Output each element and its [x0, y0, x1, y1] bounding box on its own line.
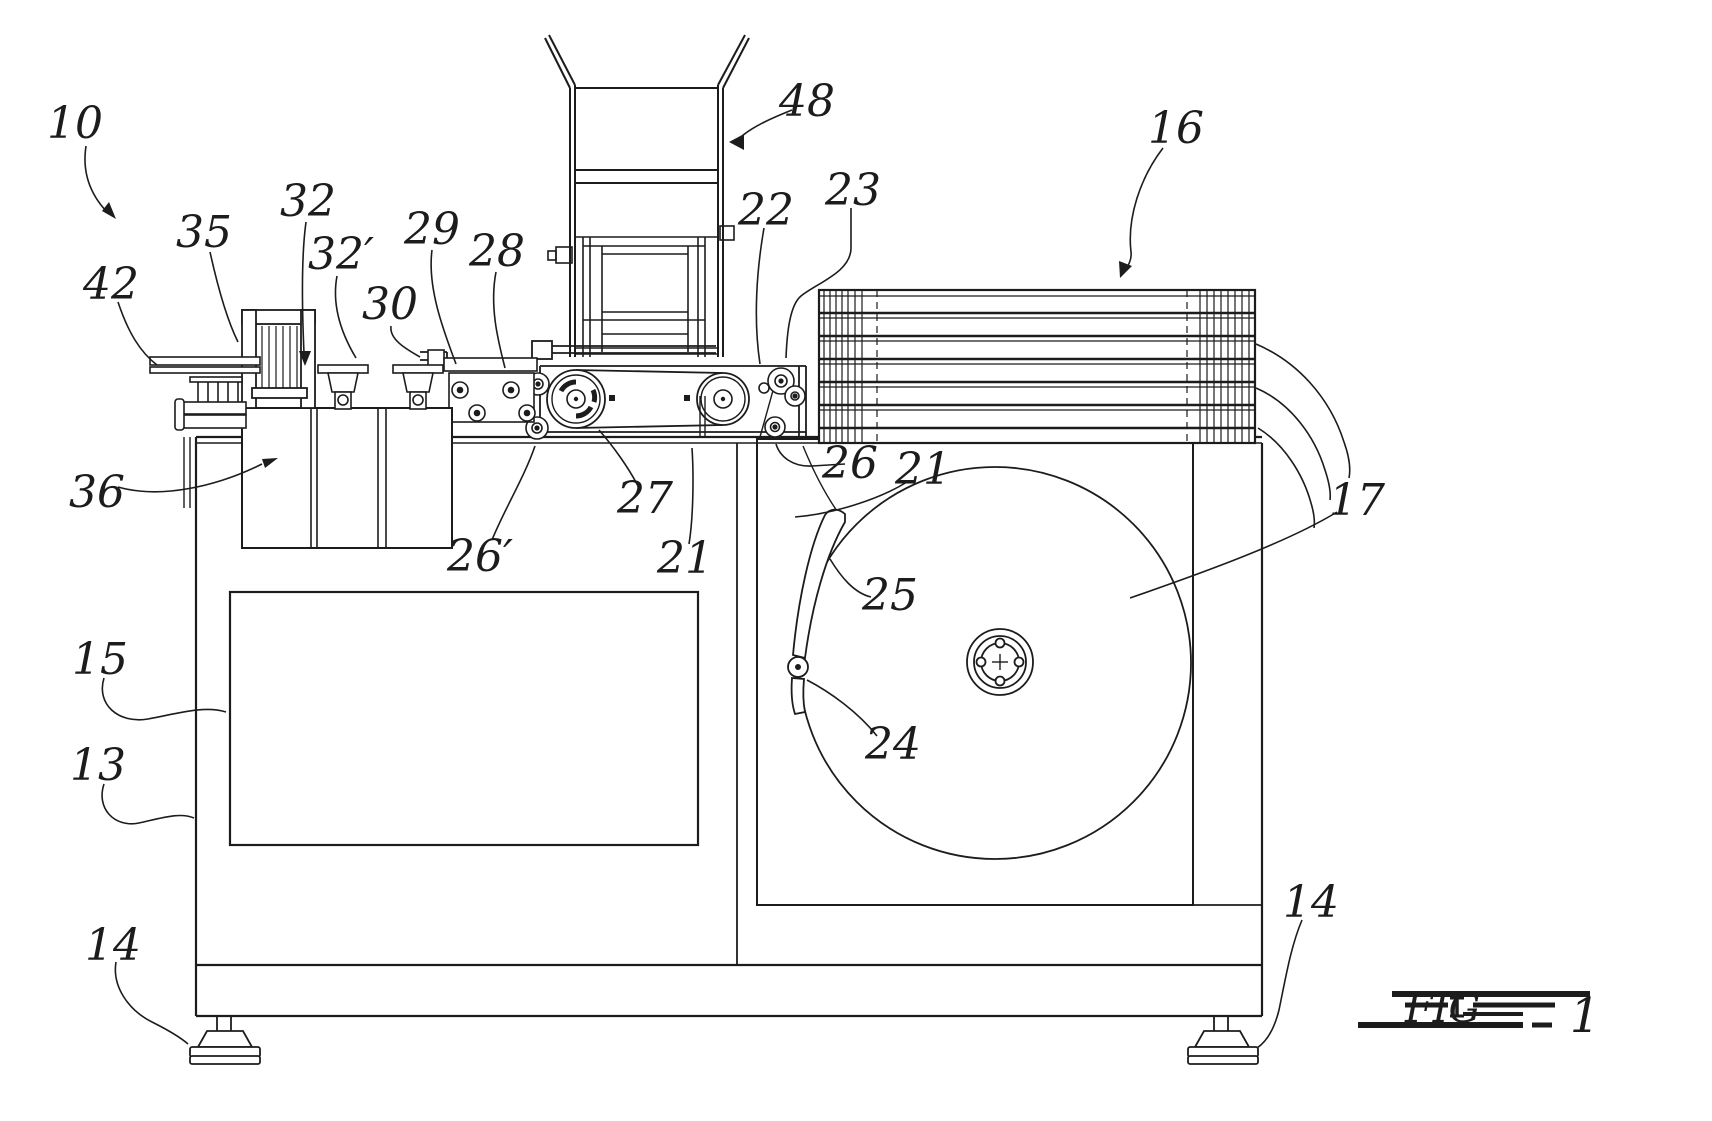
leader-24 — [806, 679, 878, 737]
leader-25 — [829, 558, 872, 598]
leader-21b — [688, 447, 694, 545]
figure-caption: FIG 1 — [1358, 986, 1600, 1044]
suction-cup-30 — [392, 364, 444, 410]
ref-label-10: 10 — [47, 98, 103, 149]
belt-lug — [684, 395, 690, 401]
leader-22 — [755, 227, 765, 365]
idler-pulley — [696, 372, 750, 426]
conveyor-assembly-27 — [420, 340, 807, 440]
ref-label-25: 25 — [861, 570, 918, 621]
leader-30 — [390, 325, 421, 358]
web-path-21 — [802, 445, 838, 512]
hopper-48 — [544, 34, 750, 357]
transfer-rail-42 — [149, 356, 261, 431]
ref-label-29: 29 — [403, 204, 460, 255]
drive-pulley — [546, 369, 606, 429]
leader-13 — [101, 783, 195, 825]
ref-label-14a: 14 — [85, 920, 141, 971]
leader-14b — [1256, 919, 1303, 1049]
ref-label-30: 30 — [362, 279, 418, 330]
ref-label-32p: 32′ — [308, 229, 374, 280]
ref-label-17: 17 — [1329, 475, 1385, 526]
leader-35 — [209, 251, 239, 343]
ref-label-22: 22 — [737, 185, 794, 236]
arm-tail — [790, 677, 807, 716]
leader-32 — [301, 221, 307, 354]
leader-26 — [775, 443, 846, 467]
magazine-frame — [547, 225, 735, 357]
leader-29 — [430, 249, 457, 365]
foot-14-right — [1187, 1016, 1259, 1065]
web-guide-curves — [1255, 343, 1351, 529]
stack-left-hatch — [823, 290, 863, 443]
leader-14a — [114, 961, 189, 1045]
corner-rollers-22-23-26 — [758, 367, 806, 438]
ref-label-24: 24 — [864, 719, 921, 770]
ref-label-21b: 21 — [656, 533, 713, 584]
leader-28 — [492, 271, 506, 369]
leader-10 — [84, 145, 108, 213]
ref-label-42: 42 — [82, 259, 139, 310]
belt-21 — [575, 369, 724, 429]
arrowhead-36 — [262, 458, 278, 468]
feed-brackets-28-29 — [427, 349, 538, 423]
front-panel-15 — [228, 590, 700, 847]
reference-numerals: 10 42 35 32 32′ 30 29 28 48 22 23 16 26 … — [47, 76, 1385, 971]
blank-stack-16 — [817, 288, 1257, 445]
leader-32p — [334, 275, 357, 359]
ref-label-26: 26 — [821, 438, 878, 489]
stack-right-hatch — [1199, 290, 1250, 443]
ref-label-13: 13 — [70, 740, 126, 791]
arrowhead-32 — [299, 351, 311, 366]
ref-label-35: 35 — [176, 207, 232, 258]
vacuum-box-36 — [241, 407, 453, 549]
suction-cup-32 — [317, 364, 369, 410]
ref-label-27: 27 — [616, 473, 673, 524]
leader-48 — [741, 109, 793, 137]
ref-label-15: 15 — [72, 634, 128, 685]
ref-label-26p: 26′ — [446, 531, 513, 582]
ref-label-14b: 14 — [1283, 877, 1339, 928]
roll-hub — [966, 628, 1034, 696]
ref-label-23: 23 — [824, 165, 881, 216]
ref-label-21a: 21 — [894, 444, 951, 495]
ref-label-28: 28 — [468, 226, 525, 277]
leader-26p — [491, 445, 536, 541]
leader-36 — [117, 463, 263, 493]
belt-lug — [609, 395, 615, 401]
ref-label-16: 16 — [1148, 103, 1204, 154]
foot-14-left — [189, 1016, 261, 1065]
leader-42 — [117, 301, 158, 366]
lift-frame-35 — [241, 309, 316, 409]
arrowhead-16 — [1119, 261, 1132, 278]
caption-strike-bars — [1358, 991, 1590, 1028]
leader-lines — [84, 109, 1338, 1049]
leader-23 — [785, 208, 852, 359]
arrowhead-10 — [102, 202, 116, 219]
ref-label-48: 48 — [778, 76, 835, 127]
ref-label-32: 32 — [280, 176, 336, 227]
leader-21a — [794, 481, 908, 518]
leader-15 — [101, 677, 227, 721]
leader-arrowheads — [102, 134, 1132, 468]
leader-17 — [1129, 511, 1338, 599]
ref-label-36: 36 — [69, 467, 125, 518]
leader-27 — [598, 429, 640, 489]
arrowhead-48 — [729, 134, 744, 150]
fig-number-text: 1 — [1570, 988, 1601, 1044]
dancer-arm-25 — [787, 508, 846, 716]
